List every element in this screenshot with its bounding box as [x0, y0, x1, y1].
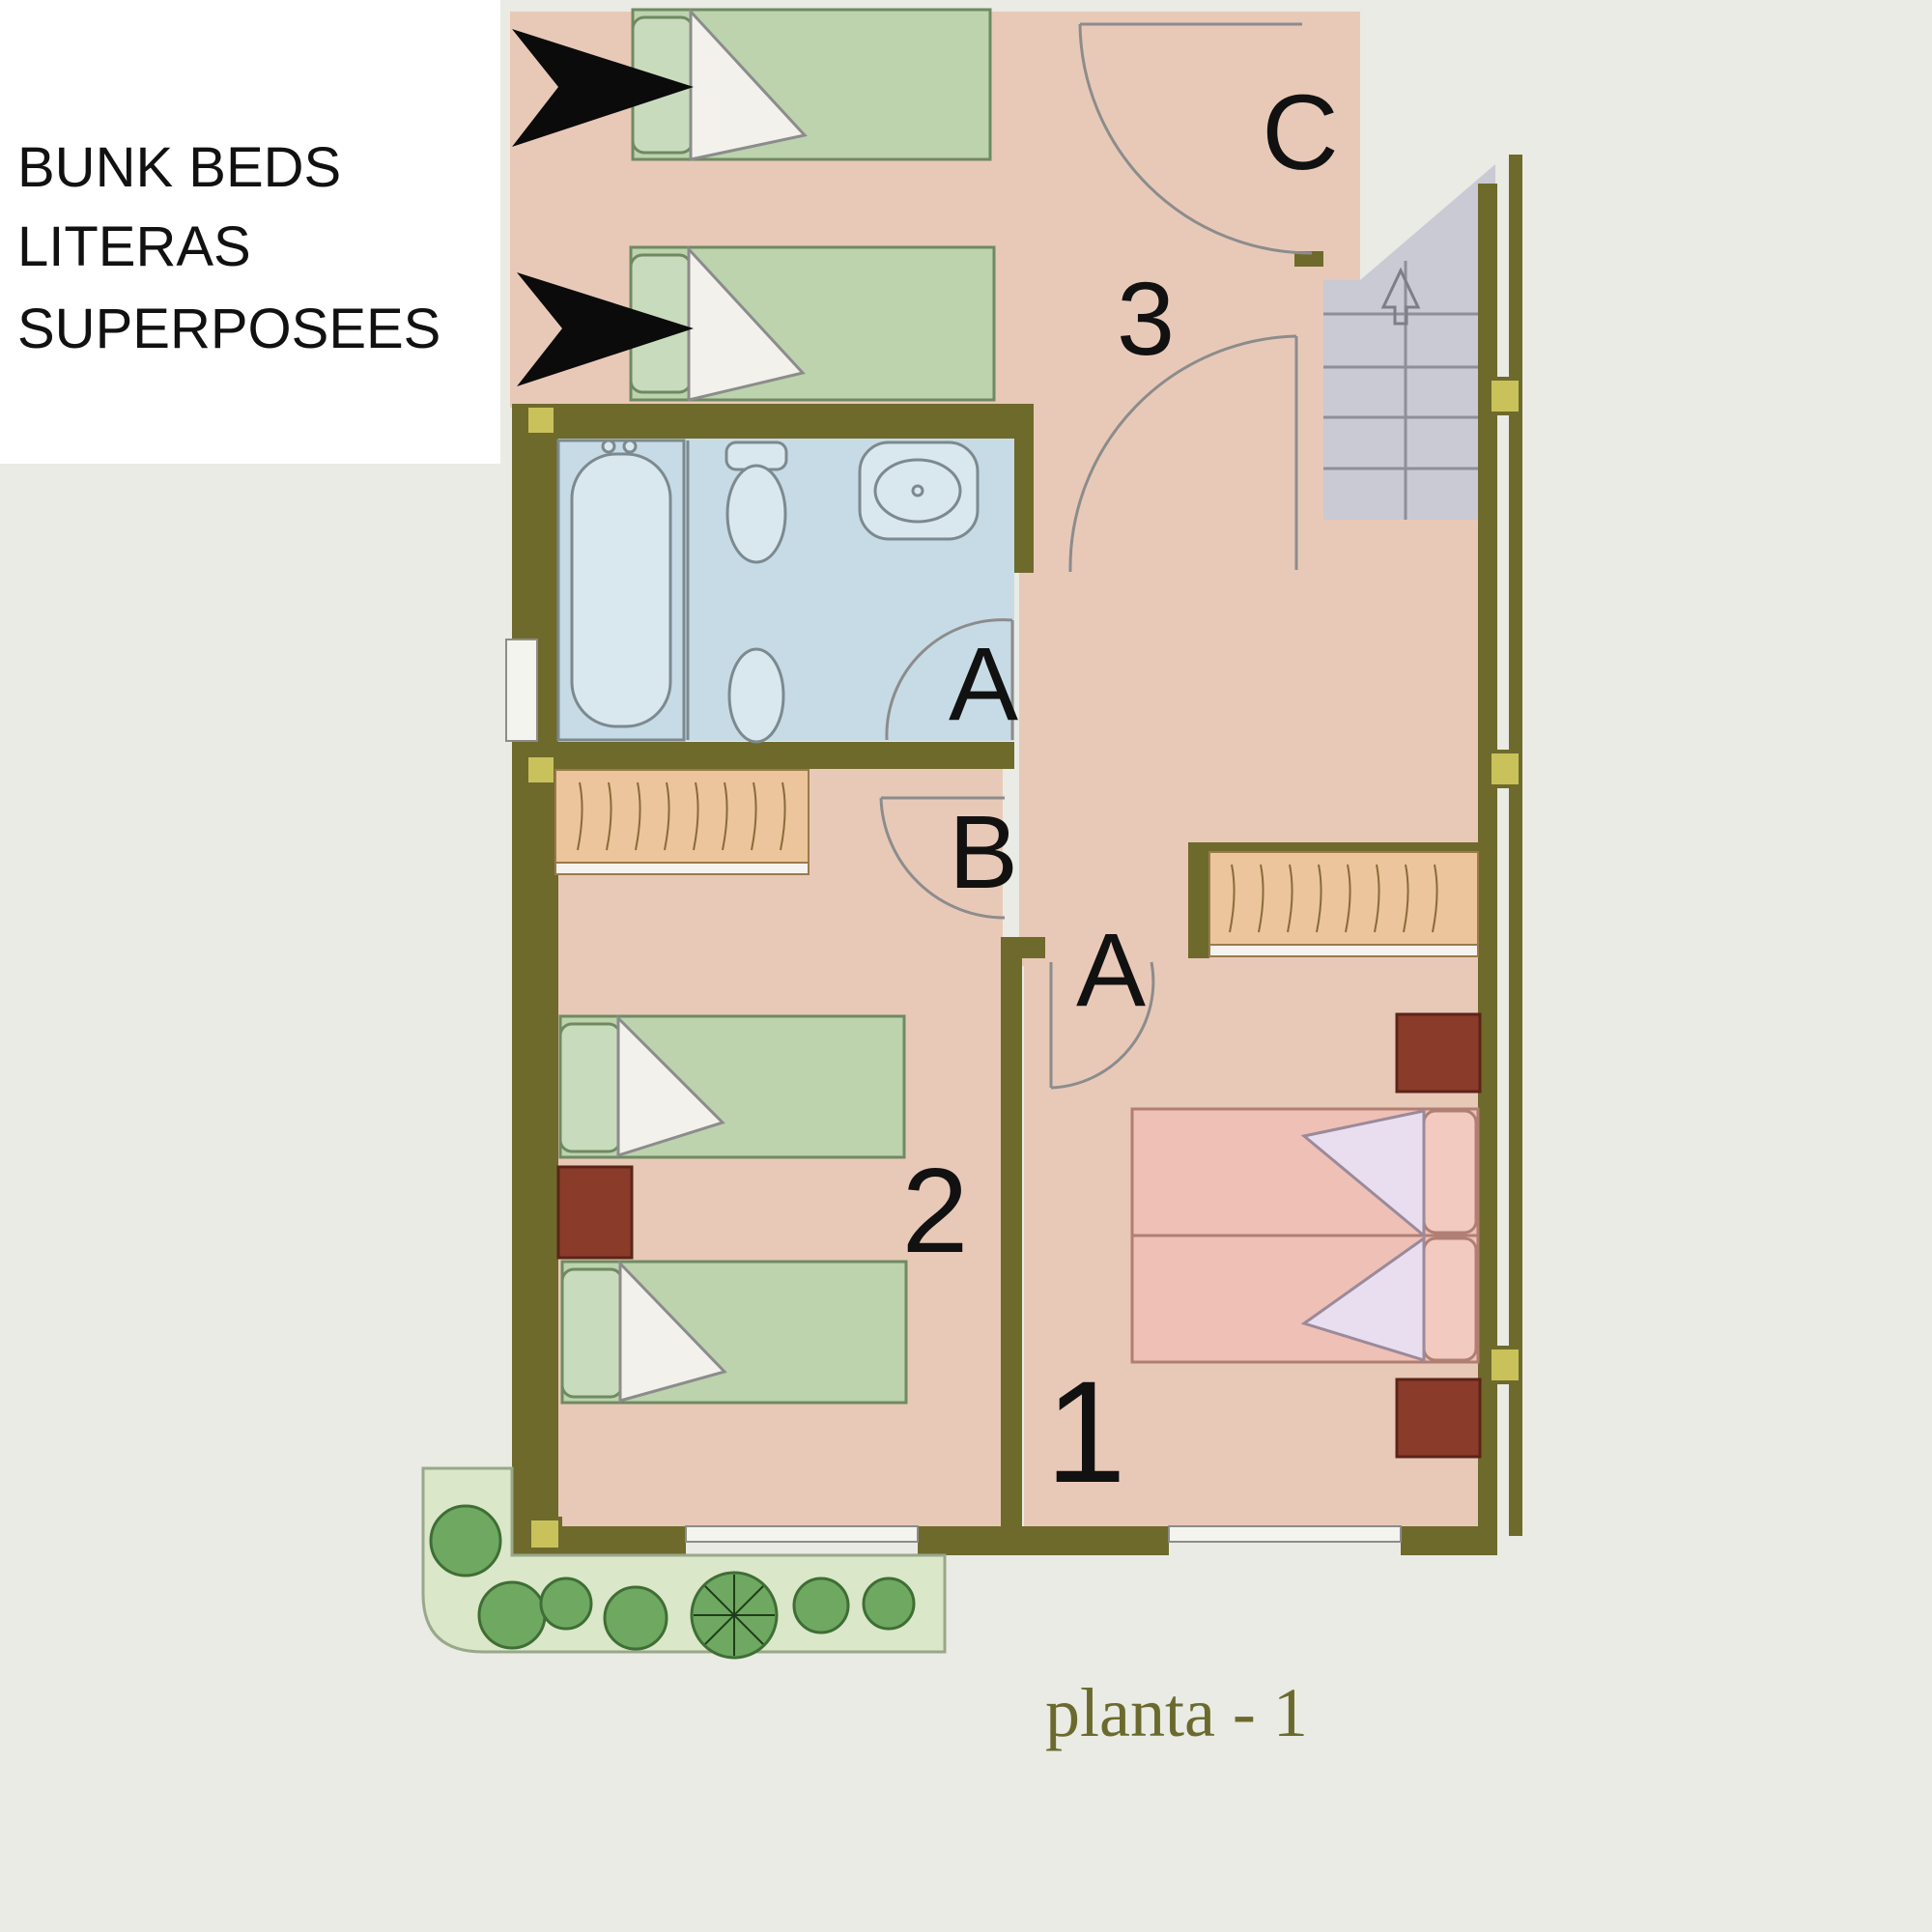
door-label-a-bathroom: A: [948, 625, 1019, 742]
door-swing-c: [1078, 23, 1313, 255]
shrub-icon: [539, 1577, 593, 1631]
arrow-right-icon: [512, 29, 694, 147]
wall-room1-top-left: [1188, 842, 1209, 958]
stairs-flight: [1323, 280, 1495, 520]
wall-bath-bottom: [512, 742, 1014, 769]
door-swing-a-hall: [1050, 961, 1155, 1090]
toilet-bowl: [725, 464, 787, 564]
door-swing-b: [879, 797, 1006, 920]
wardrobes: [554, 769, 1479, 957]
stairs-arrow-icon: [1380, 267, 1421, 326]
window-room2: [685, 1525, 919, 1543]
windows: [505, 639, 1402, 1543]
nightstand-room2: [556, 1165, 634, 1260]
door-swing-room3: [1068, 334, 1297, 573]
wall-room2-right: [1001, 937, 1022, 1555]
bunk-beds: [629, 8, 996, 402]
note-line-french: SUPERPOSEES: [17, 298, 441, 360]
wall-outer-right-inner: [1509, 155, 1522, 1536]
door-label-b: B: [948, 793, 1019, 910]
wall-room1-door-jamb: [1016, 937, 1045, 958]
bidet-icon: [727, 647, 785, 744]
door-label-c: C: [1262, 73, 1339, 192]
wall-outer-left: [512, 404, 558, 1555]
arrow-right-icon: [517, 272, 694, 386]
wall-bath-top: [512, 404, 1034, 439]
shrub-icon: [792, 1577, 850, 1634]
shrub-icon: [429, 1504, 502, 1577]
nightstand-room1-bottom: [1395, 1378, 1482, 1459]
note-line-spanish: LITERAS: [17, 215, 251, 278]
bunk-beds-note: [0, 0, 500, 464]
shrub-icon: [603, 1585, 668, 1651]
door-swing-a-bath: [885, 618, 1013, 741]
bathtub-basin: [570, 452, 672, 728]
staircase: [1323, 164, 1495, 520]
window-bath: [505, 639, 538, 742]
room-label-2: 2: [901, 1145, 969, 1278]
floor-title: planta - 1: [1045, 1674, 1308, 1751]
wall-room3-jamb: [1294, 251, 1323, 267]
columns: [525, 377, 1522, 1551]
window-room1: [1168, 1525, 1402, 1543]
wall-bath-right: [1014, 404, 1034, 573]
room-2-beds: [556, 1014, 908, 1405]
walls: [512, 155, 1522, 1555]
shrub-icon: [862, 1577, 916, 1631]
double-bed: [1130, 1012, 1482, 1459]
note-line-english: BUNK BEDS: [17, 136, 342, 199]
room-label-1: 1: [1045, 1350, 1126, 1513]
nightstand-room1-top: [1395, 1012, 1482, 1094]
wall-outer-bottom-mid: [918, 1526, 1169, 1555]
wall-outer-right: [1478, 184, 1497, 1555]
bathroom-fixtures: [556, 439, 980, 744]
door-swings: [879, 22, 1313, 1090]
stairs-top: [1360, 164, 1495, 280]
door-label-a-hall: A: [1075, 911, 1147, 1028]
planter: [421, 1466, 947, 1660]
room-label-3: 3: [1116, 260, 1176, 377]
